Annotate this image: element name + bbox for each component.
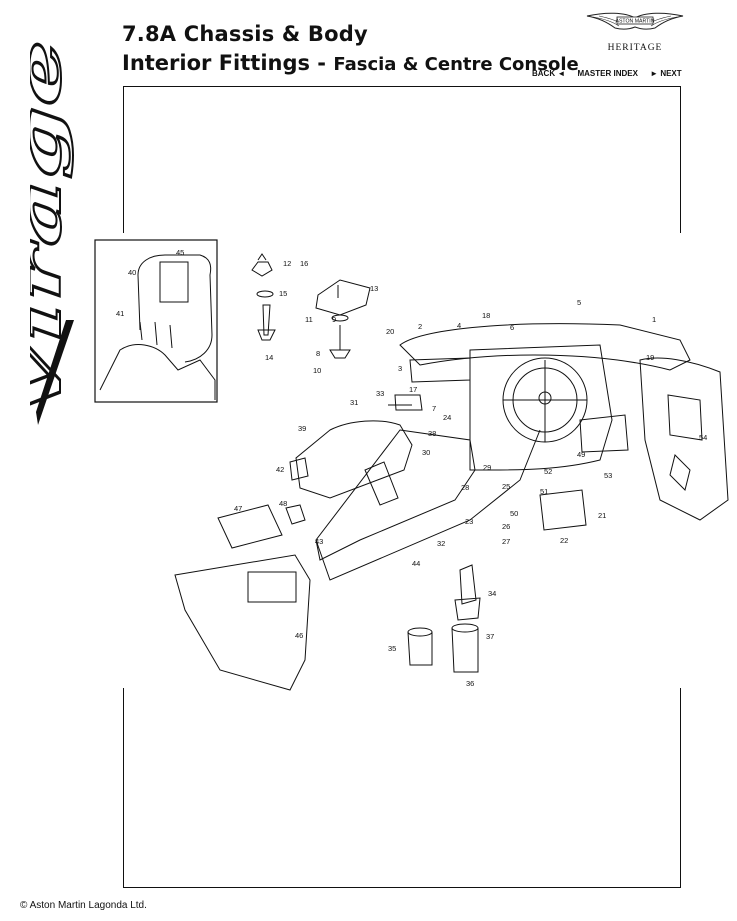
callout-1: 1 <box>652 315 656 324</box>
callout-29: 29 <box>483 463 491 472</box>
callout-46: 46 <box>295 631 303 640</box>
callout-18: 18 <box>482 311 490 320</box>
aston-martin-wings-logo: ASTON MARTIN <box>586 12 684 30</box>
exploded-parts-diagram: 1 2 3 4 5 6 7 8 9 10 11 12 13 14 15 16 1… <box>94 239 729 691</box>
callout-40: 40 <box>128 268 136 277</box>
callout-16: 16 <box>300 259 308 268</box>
callout-25: 25 <box>502 482 510 491</box>
aston-martin-brand: ASTON MARTIN HERITAGE <box>585 10 685 53</box>
callout-44: 44 <box>412 559 420 568</box>
callout-5: 5 <box>577 298 581 307</box>
callout-50: 50 <box>510 509 518 518</box>
callout-8: 8 <box>316 349 320 358</box>
callout-54: 54 <box>699 433 707 442</box>
callout-12: 12 <box>283 259 291 268</box>
callout-27: 27 <box>502 537 510 546</box>
callout-49: 49 <box>577 450 585 459</box>
callout-11: 11 <box>305 315 313 324</box>
callout-24: 24 <box>443 413 451 422</box>
callout-35: 35 <box>388 644 396 653</box>
callout-13: 13 <box>370 284 378 293</box>
copyright: © Aston Martin Lagonda Ltd. <box>20 900 147 911</box>
callout-7: 7 <box>432 404 436 413</box>
callout-23: 23 <box>465 517 473 526</box>
callout-47: 47 <box>234 504 242 513</box>
subtitle-main: Interior Fittings - <box>122 51 334 75</box>
callout-41: 41 <box>116 309 124 318</box>
callout-2: 2 <box>418 322 422 331</box>
callout-36: 36 <box>466 679 474 688</box>
callout-33: 33 <box>376 389 384 398</box>
callout-17: 17 <box>409 385 417 394</box>
callout-28: 28 <box>461 483 469 492</box>
callout-19: 19 <box>646 353 654 362</box>
callout-42: 42 <box>276 465 284 474</box>
callout-21: 21 <box>598 511 606 520</box>
callout-39: 39 <box>298 424 306 433</box>
callout-34: 34 <box>488 589 496 598</box>
armrest-inset-box <box>94 239 218 403</box>
callout-10: 10 <box>313 366 321 375</box>
virage-logo-text: Virage <box>30 40 74 420</box>
callout-22: 22 <box>560 536 568 545</box>
callout-14: 14 <box>265 353 273 362</box>
callout-20: 20 <box>386 327 394 336</box>
next-link[interactable]: ► NEXT <box>650 69 682 78</box>
callout-37: 37 <box>486 632 494 641</box>
virage-logo: Virage <box>30 39 75 425</box>
callout-52: 52 <box>544 467 552 476</box>
callout-51: 51 <box>540 487 548 496</box>
back-link[interactable]: BACK ◄ <box>532 69 566 78</box>
callout-48: 48 <box>279 499 287 508</box>
callout-30: 30 <box>422 448 430 457</box>
callout-15: 15 <box>279 289 287 298</box>
callout-26: 26 <box>502 522 510 531</box>
callout-45: 45 <box>176 248 184 257</box>
callout-3: 3 <box>398 364 402 373</box>
master-index-link[interactable]: MASTER INDEX <box>577 69 638 78</box>
callout-4: 4 <box>457 321 461 330</box>
page-title: 7.8A Chassis & Body <box>122 22 368 46</box>
callout-6: 6 <box>510 323 514 332</box>
callout-9: 9 <box>332 315 336 324</box>
callout-32: 32 <box>437 539 445 548</box>
callout-53: 53 <box>604 471 612 480</box>
page-subtitle: Interior Fittings - Fascia & Centre Cons… <box>122 51 579 75</box>
navigation-bar: BACK ◄ MASTER INDEX ► NEXT <box>532 69 682 78</box>
callout-31: 31 <box>350 398 358 407</box>
callout-38: 38 <box>428 429 436 438</box>
logo-wordmark: ASTON MARTIN <box>615 19 654 25</box>
heritage-label: HERITAGE <box>607 43 663 53</box>
subtitle-sub: Fascia & Centre Console <box>333 54 579 75</box>
callout-43: 43 <box>315 537 323 546</box>
